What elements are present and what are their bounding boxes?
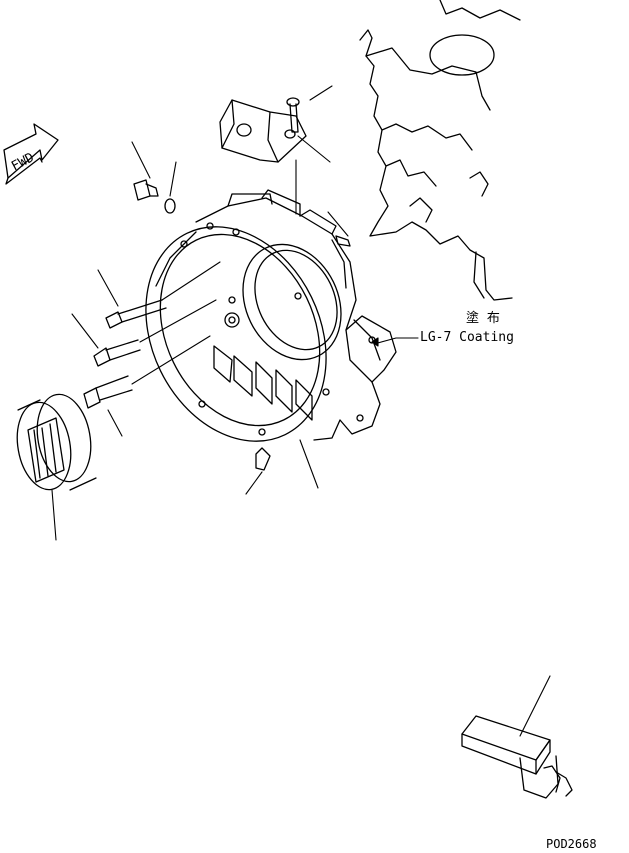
leader-lines: [51, 85, 551, 737]
coating-label-jp: 塗 布: [466, 310, 500, 326]
installer-tool: [461, 715, 573, 799]
grease-nipple: [255, 447, 271, 471]
dowel-pin: [335, 235, 351, 247]
bolt-1: [105, 299, 167, 329]
bracket: [219, 99, 307, 163]
oil-seal: [16, 393, 97, 491]
coating-label-en: LG-7 Coating: [420, 330, 514, 345]
bolt-3: [83, 375, 133, 409]
plug: [133, 179, 159, 201]
flywheel-housing: [145, 189, 397, 442]
washer: [164, 198, 176, 214]
engine-block: [359, 0, 521, 301]
drawing-code: POD2668: [546, 837, 597, 851]
bracket-bolt: [286, 97, 300, 133]
bolt-2: [93, 339, 141, 367]
fwd-arrow: FWD: [3, 123, 59, 185]
